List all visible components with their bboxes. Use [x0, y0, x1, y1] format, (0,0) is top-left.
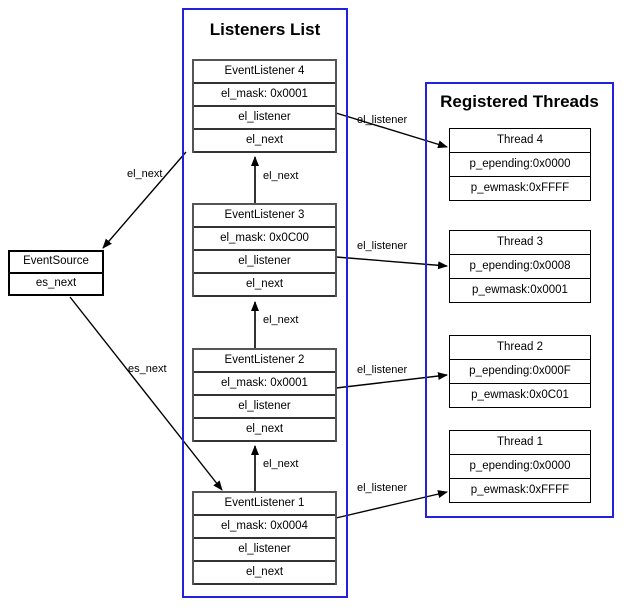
- event-listener-1-next: el_next: [194, 562, 335, 585]
- event-source-field-es-next: es_next: [10, 274, 102, 296]
- event-listener-3-listener: el_listener: [194, 251, 335, 274]
- edge-label-el-next-2-1: el_next: [263, 458, 299, 470]
- event-listener-2-mask: el_mask: 0x0001: [194, 373, 335, 396]
- thread-3-epending: p_epending:0x0008: [450, 255, 590, 279]
- event-listener-3-next: el_next: [194, 274, 335, 297]
- event-listener-4-name: EventListener 4: [194, 61, 335, 84]
- group-listeners-list: [182, 8, 348, 598]
- edge-label-el-listener-4: el_listener: [357, 114, 408, 126]
- thread-2-ewmask: p_ewmask:0x0C01: [450, 384, 590, 408]
- event-listener-3-name: EventListener 3: [194, 205, 335, 228]
- thread-4-ewmask: p_ewmask:0xFFFF: [450, 177, 590, 201]
- thread-4-box[interactable]: Thread 4 p_epending:0x0000 p_ewmask:0xFF…: [449, 128, 591, 201]
- thread-2-epending: p_epending:0x000F: [450, 360, 590, 384]
- group-registered-threads-title: Registered Threads: [440, 92, 599, 111]
- event-listener-1-box[interactable]: EventListener 1 el_mask: 0x0004 el_liste…: [192, 491, 337, 585]
- thread-4-epending: p_epending:0x0000: [450, 153, 590, 177]
- thread-1-name: Thread 1: [450, 431, 590, 455]
- event-listener-1-name: EventListener 1: [194, 493, 335, 516]
- event-listener-2-listener: el_listener: [194, 396, 335, 419]
- thread-3-ewmask: p_ewmask:0x0001: [450, 279, 590, 303]
- thread-1-epending: p_epending:0x0000: [450, 455, 590, 479]
- thread-4-name: Thread 4: [450, 129, 590, 153]
- event-source-box[interactable]: EventSource es_next: [8, 250, 104, 296]
- edge-label-el-listener-3: el_listener: [357, 240, 408, 252]
- event-listener-2-box[interactable]: EventListener 2 el_mask: 0x0001 el_liste…: [192, 348, 337, 442]
- event-listener-4-listener: el_listener: [194, 107, 335, 130]
- event-listener-4-next: el_next: [194, 130, 335, 153]
- event-listener-1-mask: el_mask: 0x0004: [194, 516, 335, 539]
- event-listener-3-box[interactable]: EventListener 3 el_mask: 0x0C00 el_liste…: [192, 203, 337, 297]
- edge-label-el-listener-1: el_listener: [357, 482, 408, 494]
- group-listeners-list-title: Listeners List: [209, 20, 321, 39]
- event-listener-2-name: EventListener 2: [194, 350, 335, 373]
- thread-3-name: Thread 3: [450, 231, 590, 255]
- thread-1-box[interactable]: Thread 1 p_epending:0x0000 p_ewmask:0xFF…: [449, 430, 591, 503]
- edge-label-el-listener-2: el_listener: [357, 364, 408, 376]
- edge-label-el-next-3-2: el_next: [263, 314, 299, 326]
- event-listener-1-listener: el_listener: [194, 539, 335, 562]
- thread-1-ewmask: p_ewmask:0xFFFF: [450, 479, 590, 503]
- thread-2-box[interactable]: Thread 2 p_epending:0x000F p_ewmask:0x0C…: [449, 335, 591, 408]
- edge-label-el-next-4-3: el_next: [263, 170, 299, 182]
- event-source-name: EventSource: [10, 252, 102, 274]
- edge-label-es-next: es_next: [128, 363, 167, 375]
- event-listener-4-box[interactable]: EventListener 4 el_mask: 0x0001 el_liste…: [192, 59, 337, 153]
- edge-label-el-next-top: el_next: [127, 168, 163, 180]
- thread-2-name: Thread 2: [450, 336, 590, 360]
- group-registered-threads: [425, 82, 614, 518]
- event-listener-3-mask: el_mask: 0x0C00: [194, 228, 335, 251]
- edge-el4-next-to-eventsource: [102, 151, 187, 249]
- event-listener-2-next: el_next: [194, 419, 335, 442]
- event-listener-4-mask: el_mask: 0x0001: [194, 84, 335, 107]
- thread-3-box[interactable]: Thread 3 p_epending:0x0008 p_ewmask:0x00…: [449, 230, 591, 303]
